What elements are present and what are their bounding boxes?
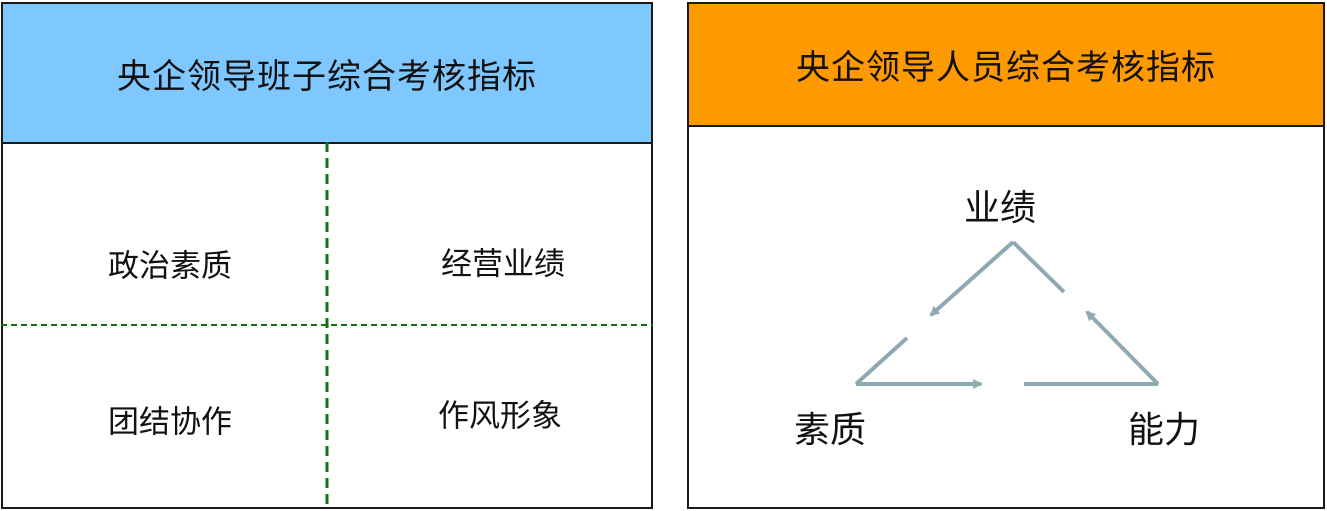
arrow-top-to-left bbox=[929, 240, 1015, 317]
cell-political-quality: 政治素质 bbox=[108, 248, 232, 285]
cell-business-performance: 经营业绩 bbox=[441, 246, 565, 283]
leadership-team-panel: 央企领导班子综合考核指标 政治素质 经营业绩 团结协作 作风形象 bbox=[1, 2, 653, 509]
leadership-team-title: 央企领导班子综合考核指标 bbox=[117, 56, 537, 97]
cell-work-style-image: 作风形象 bbox=[438, 398, 562, 435]
arrow-right-to-top bbox=[1085, 310, 1160, 386]
leadership-team-header: 央企领导班子综合考核指标 bbox=[3, 4, 651, 144]
vertex-quality: 素质 bbox=[793, 410, 867, 451]
stub-bottom-left-up bbox=[854, 336, 909, 386]
vertex-performance: 业绩 bbox=[963, 188, 1037, 229]
cell-unity-cooperation: 团结协作 bbox=[108, 404, 232, 441]
vertex-ability: 能力 bbox=[1127, 410, 1201, 451]
quadrant-dividers bbox=[1, 142, 653, 509]
cycle-arrows bbox=[854, 240, 1160, 389]
stub-top-right bbox=[1011, 240, 1066, 294]
leadership-personnel-title: 央企领导人员综合考核指标 bbox=[796, 48, 1216, 88]
leadership-personnel-header: 央企领导人员综合考核指标 bbox=[689, 4, 1323, 127]
leadership-personnel-panel: 央企领导人员综合考核指标 业绩 素质 能力 bbox=[687, 2, 1325, 509]
